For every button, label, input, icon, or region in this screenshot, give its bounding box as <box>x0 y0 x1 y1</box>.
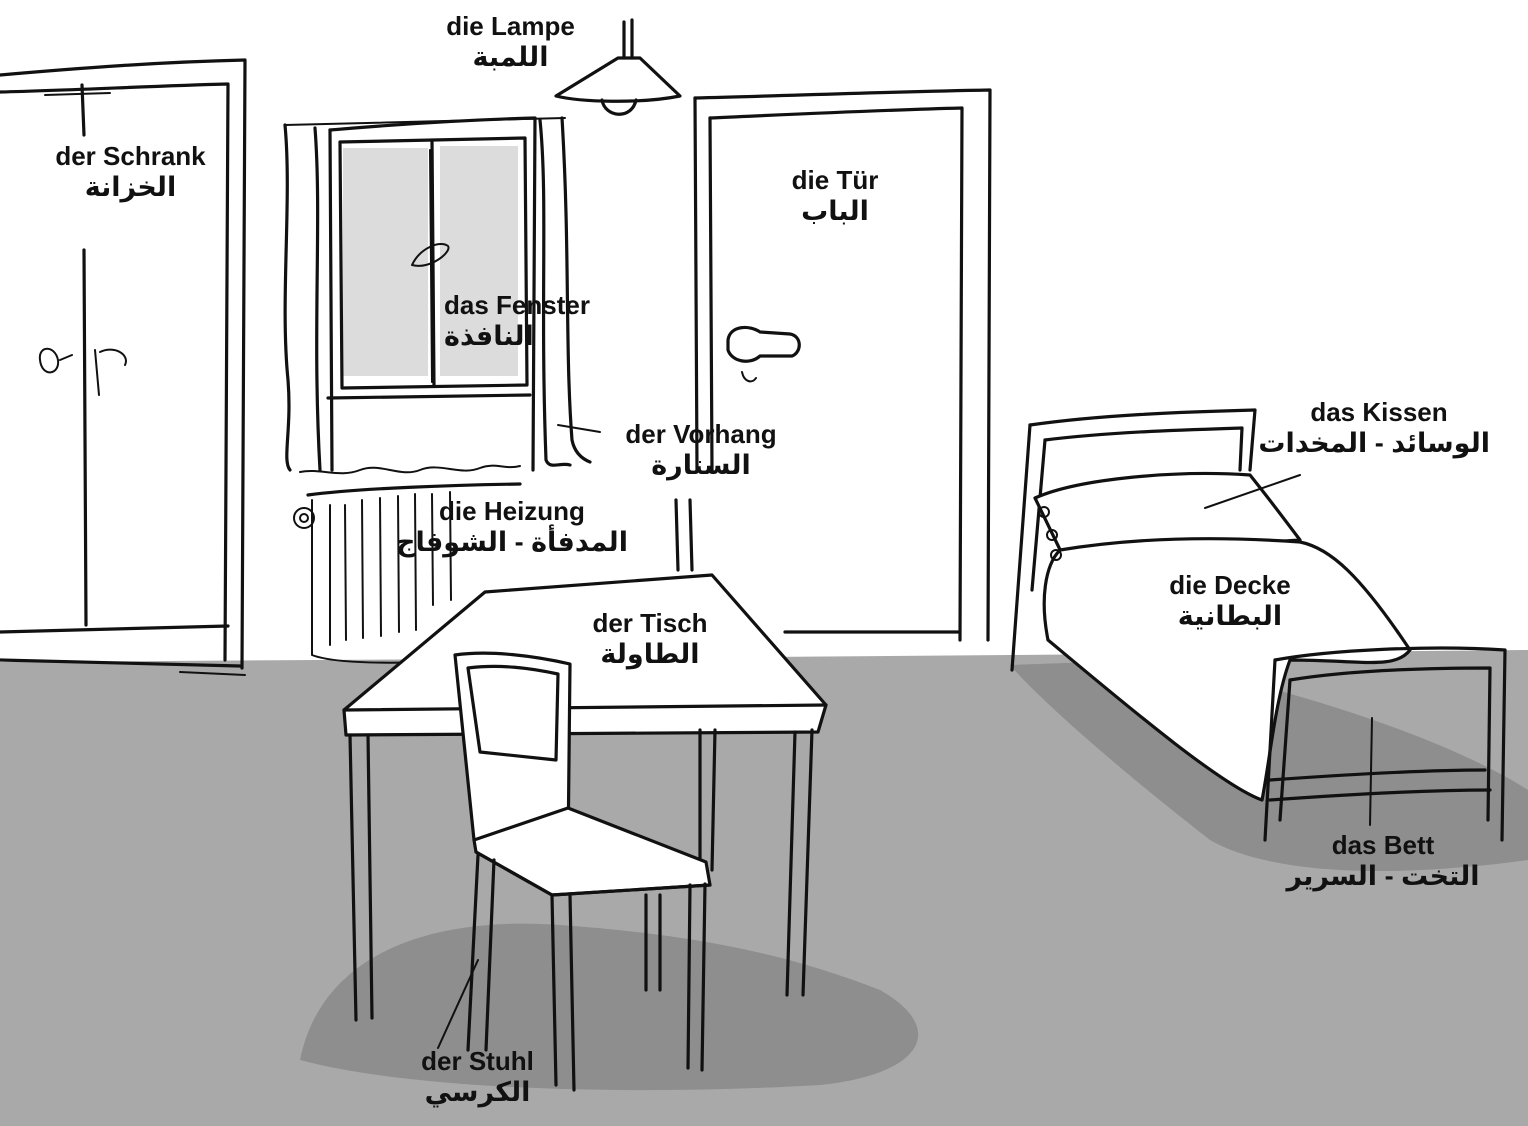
label-table: der Tisch الطاولة <box>575 609 725 670</box>
label-heater: die Heizung المدفأة - الشوفاج <box>392 497 632 558</box>
label-pillow: das Kissen الوسائد - المخدات <box>1268 398 1490 459</box>
label-window-de: das Fenster <box>444 291 684 321</box>
label-pillow-ar: الوسائد - المخدات <box>1268 428 1490 459</box>
label-wardrobe-de: der Schrank <box>38 142 223 172</box>
label-chair-ar: الكرسي <box>400 1077 555 1108</box>
label-lamp: die Lampe اللمبة <box>428 12 593 73</box>
label-door: die Tür الباب <box>775 166 895 227</box>
label-chair-de: der Stuhl <box>400 1047 555 1077</box>
label-bed: das Bett التخت - السرير <box>1278 831 1488 892</box>
label-door-de: die Tür <box>775 166 895 196</box>
label-curtain: der Vorhang الستارة <box>606 420 796 481</box>
label-blanket-de: die Decke <box>1150 571 1310 601</box>
label-blanket-ar: البطانية <box>1150 601 1310 632</box>
label-chair: der Stuhl الكرسي <box>400 1047 555 1108</box>
label-heater-ar: المدفأة - الشوفاج <box>392 527 632 558</box>
label-curtain-de: der Vorhang <box>606 420 796 450</box>
label-table-ar: الطاولة <box>575 639 725 670</box>
label-curtain-ar: الستارة <box>606 450 796 481</box>
label-heater-de: die Heizung <box>392 497 632 527</box>
label-table-de: der Tisch <box>575 609 725 639</box>
label-window: das Fenster النافذة <box>444 291 684 352</box>
label-door-ar: الباب <box>775 196 895 227</box>
label-bed-de: das Bett <box>1278 831 1488 861</box>
label-window-ar: النافذة <box>444 321 684 352</box>
label-wardrobe-ar: الخزانة <box>38 172 223 203</box>
label-pillow-de: das Kissen <box>1268 398 1490 428</box>
label-lamp-de: die Lampe <box>428 12 593 42</box>
label-bed-ar: التخت - السرير <box>1278 861 1488 892</box>
label-wardrobe: der Schrank الخزانة <box>38 142 223 203</box>
label-lamp-ar: اللمبة <box>428 42 593 73</box>
label-blanket: die Decke البطانية <box>1150 571 1310 632</box>
